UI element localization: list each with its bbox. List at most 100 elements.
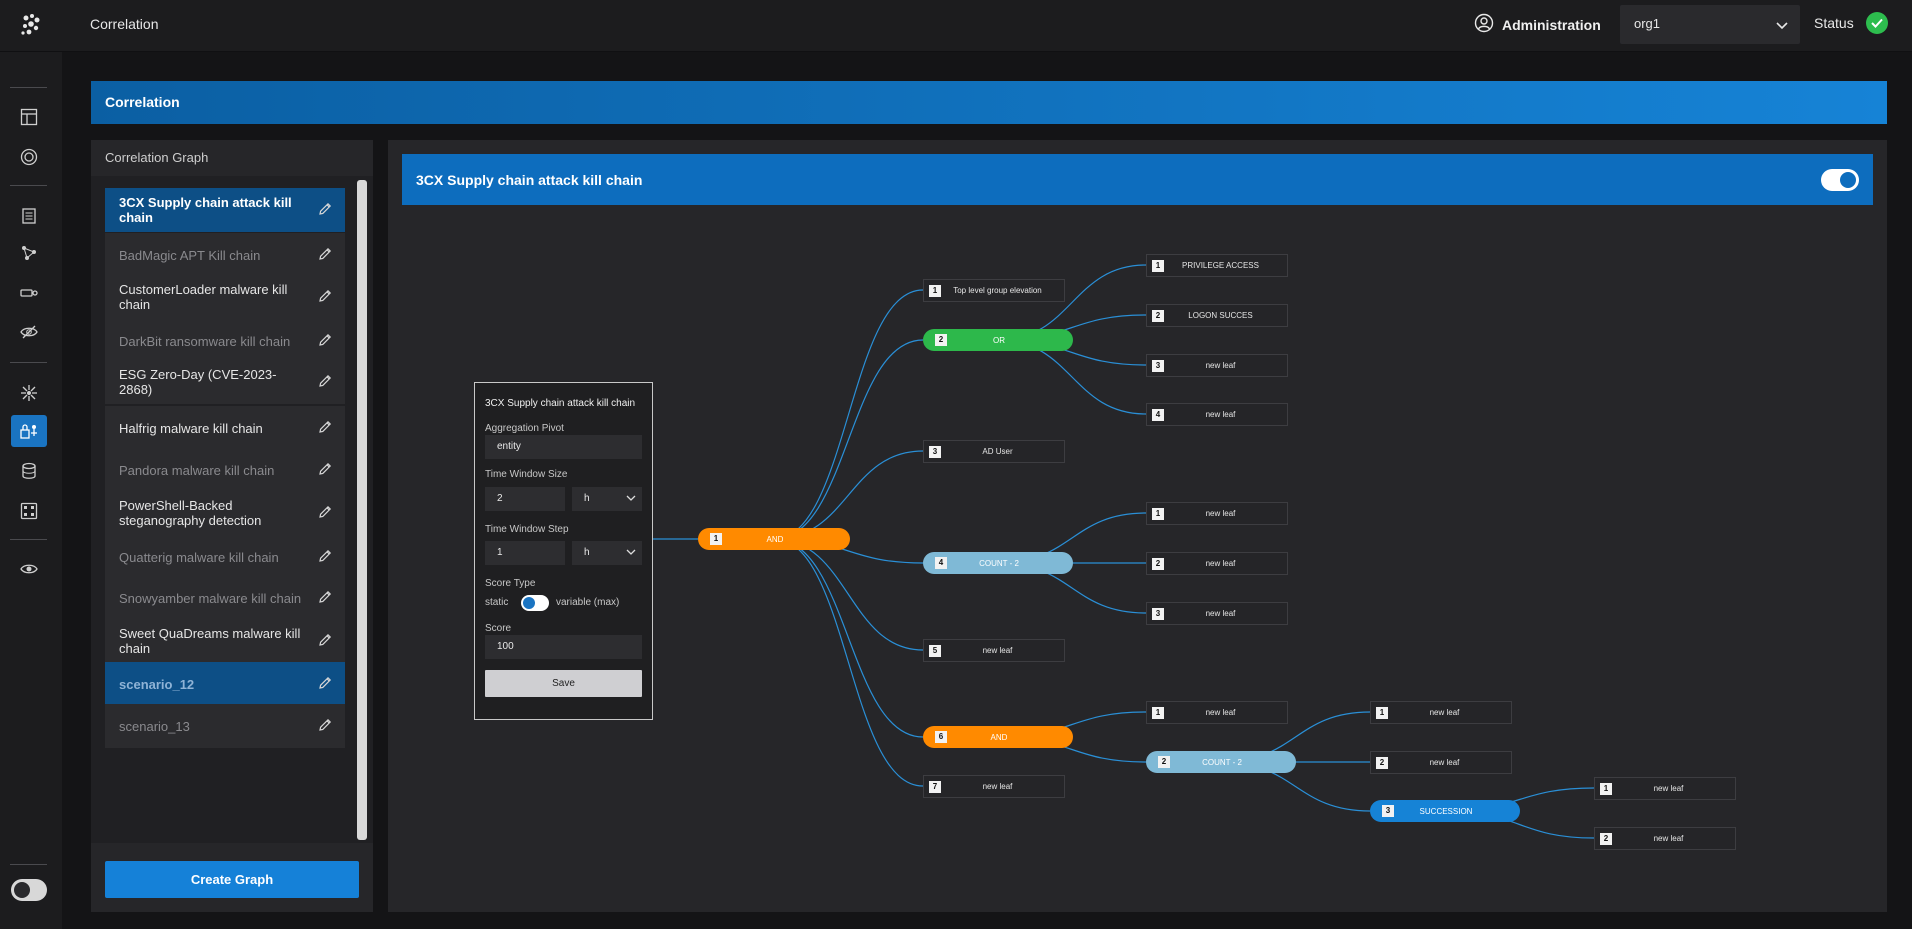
edit-pencil-icon[interactable]: [317, 246, 333, 265]
org-select[interactable]: org1: [1620, 5, 1800, 44]
time-window-size-unit-select[interactable]: h: [572, 487, 642, 511]
edit-pencil-icon[interactable]: [317, 504, 333, 523]
graph-list-item[interactable]: PowerShell-Backed steganography detectio…: [105, 491, 345, 535]
graph-leaf-node[interactable]: 1 PRIVILEGE ACCESS: [1146, 254, 1288, 277]
graph-list-item[interactable]: BadMagic APT Kill chain: [105, 233, 345, 277]
correlation-rules-icon[interactable]: [11, 415, 47, 447]
node-label: OR: [993, 335, 1005, 345]
graph-leaf-node[interactable]: 7 new leaf: [923, 775, 1065, 798]
create-graph-button[interactable]: Create Graph: [105, 861, 359, 898]
node-label: new leaf: [982, 782, 1013, 791]
aggregation-pivot-input[interactable]: entity: [485, 435, 642, 459]
graph-list-item[interactable]: Sweet QuaDreams malware kill chain: [105, 619, 345, 663]
graph-list-item[interactable]: CustomerLoader malware kill chain: [105, 275, 345, 319]
app-logo-icon[interactable]: [18, 12, 44, 38]
edit-pencil-icon[interactable]: [317, 288, 333, 307]
graph-list-item[interactable]: scenario_13: [105, 704, 345, 748]
node-index: 1: [1152, 259, 1164, 272]
visibility-eye-icon[interactable]: [18, 558, 40, 580]
score-type-label: Score Type: [485, 578, 536, 589]
graph-list-item[interactable]: Pandora malware kill chain: [105, 448, 345, 492]
node-label: COUNT - 2: [979, 558, 1019, 568]
graph-enabled-toggle[interactable]: [1821, 169, 1859, 191]
calculator-grid-icon[interactable]: [18, 500, 40, 522]
edit-pencil-icon[interactable]: [317, 419, 333, 438]
theme-toggle[interactable]: [11, 879, 47, 901]
graph-leaf-node[interactable]: 1 Top level group elevation: [923, 279, 1065, 302]
database-icon[interactable]: [18, 460, 40, 482]
edit-pencil-icon[interactable]: [317, 332, 333, 351]
logs-stack-icon[interactable]: [18, 205, 40, 227]
time-window-step-unit-select[interactable]: h: [572, 541, 642, 565]
edit-pencil-icon[interactable]: [317, 675, 333, 694]
node-label: new leaf: [1653, 834, 1684, 843]
graph-list-item[interactable]: Halfrig malware kill chain: [105, 406, 345, 450]
save-button[interactable]: Save: [485, 670, 642, 697]
node-label: new leaf: [1205, 410, 1236, 419]
org-select-value: org1: [1634, 16, 1661, 31]
edit-pencil-icon[interactable]: [317, 201, 333, 220]
key-icon[interactable]: [18, 282, 40, 304]
graph-list-item[interactable]: Snowyamber malware kill chain: [105, 576, 345, 620]
node-index: 1: [929, 284, 941, 297]
network-graph-icon[interactable]: [18, 242, 40, 264]
edit-pencil-icon[interactable]: [317, 548, 333, 567]
graph-operator-node[interactable]: 2 OR: [923, 329, 1073, 351]
node-label: new leaf: [982, 646, 1013, 655]
edit-pencil-icon[interactable]: [317, 373, 333, 392]
time-window-step-input[interactable]: 1: [485, 541, 565, 565]
score-type-toggle[interactable]: [521, 595, 549, 611]
edit-pencil-icon[interactable]: [317, 717, 333, 736]
edit-pencil-icon[interactable]: [317, 461, 333, 480]
node-label: new leaf: [1205, 509, 1236, 518]
eye-slash-icon[interactable]: [18, 321, 40, 343]
status-label: Status: [1814, 15, 1854, 31]
graph-list-item-label: Snowyamber malware kill chain: [119, 590, 302, 606]
score-type-static-label: static: [485, 597, 509, 608]
node-index: 2: [1158, 756, 1170, 768]
list-scrollbar[interactable]: [357, 180, 367, 840]
graph-list-item[interactable]: ESG Zero-Day (CVE-2023-2868): [105, 360, 345, 404]
edit-pencil-icon[interactable]: [317, 632, 333, 651]
top-bar: Correlation Administration org1 Status: [0, 0, 1912, 52]
correlation-hub-icon[interactable]: [18, 382, 40, 404]
node-label: Top level group elevation: [953, 286, 1042, 295]
graph-list-item[interactable]: 3CX Supply chain attack kill chain: [105, 188, 345, 232]
graph-list-item[interactable]: DarkBit ransomware kill chain: [105, 319, 345, 363]
node-index: 2: [1152, 309, 1164, 322]
time-window-size-input[interactable]: 2: [485, 487, 565, 511]
app-title: Correlation: [90, 16, 159, 32]
edit-pencil-icon[interactable]: [317, 589, 333, 608]
node-index: 7: [929, 780, 941, 793]
graph-list-item[interactable]: Quatterig malware kill chain: [105, 535, 345, 579]
dashboard-layout-icon[interactable]: [18, 106, 40, 128]
administration-link[interactable]: Administration: [1474, 13, 1601, 36]
node-label: new leaf: [1205, 559, 1236, 568]
status-ok-icon[interactable]: [1866, 12, 1888, 34]
score-input[interactable]: 100: [485, 635, 642, 659]
node-index: 2: [935, 334, 947, 346]
form-title: 3CX Supply chain attack kill chain: [485, 398, 636, 409]
graph-list-item-label: CustomerLoader malware kill chain: [119, 282, 288, 312]
life-ring-icon[interactable]: [18, 146, 40, 168]
node-label: PRIVILEGE ACCESS: [1182, 261, 1259, 270]
graph-list-item[interactable]: scenario_12: [105, 662, 345, 706]
